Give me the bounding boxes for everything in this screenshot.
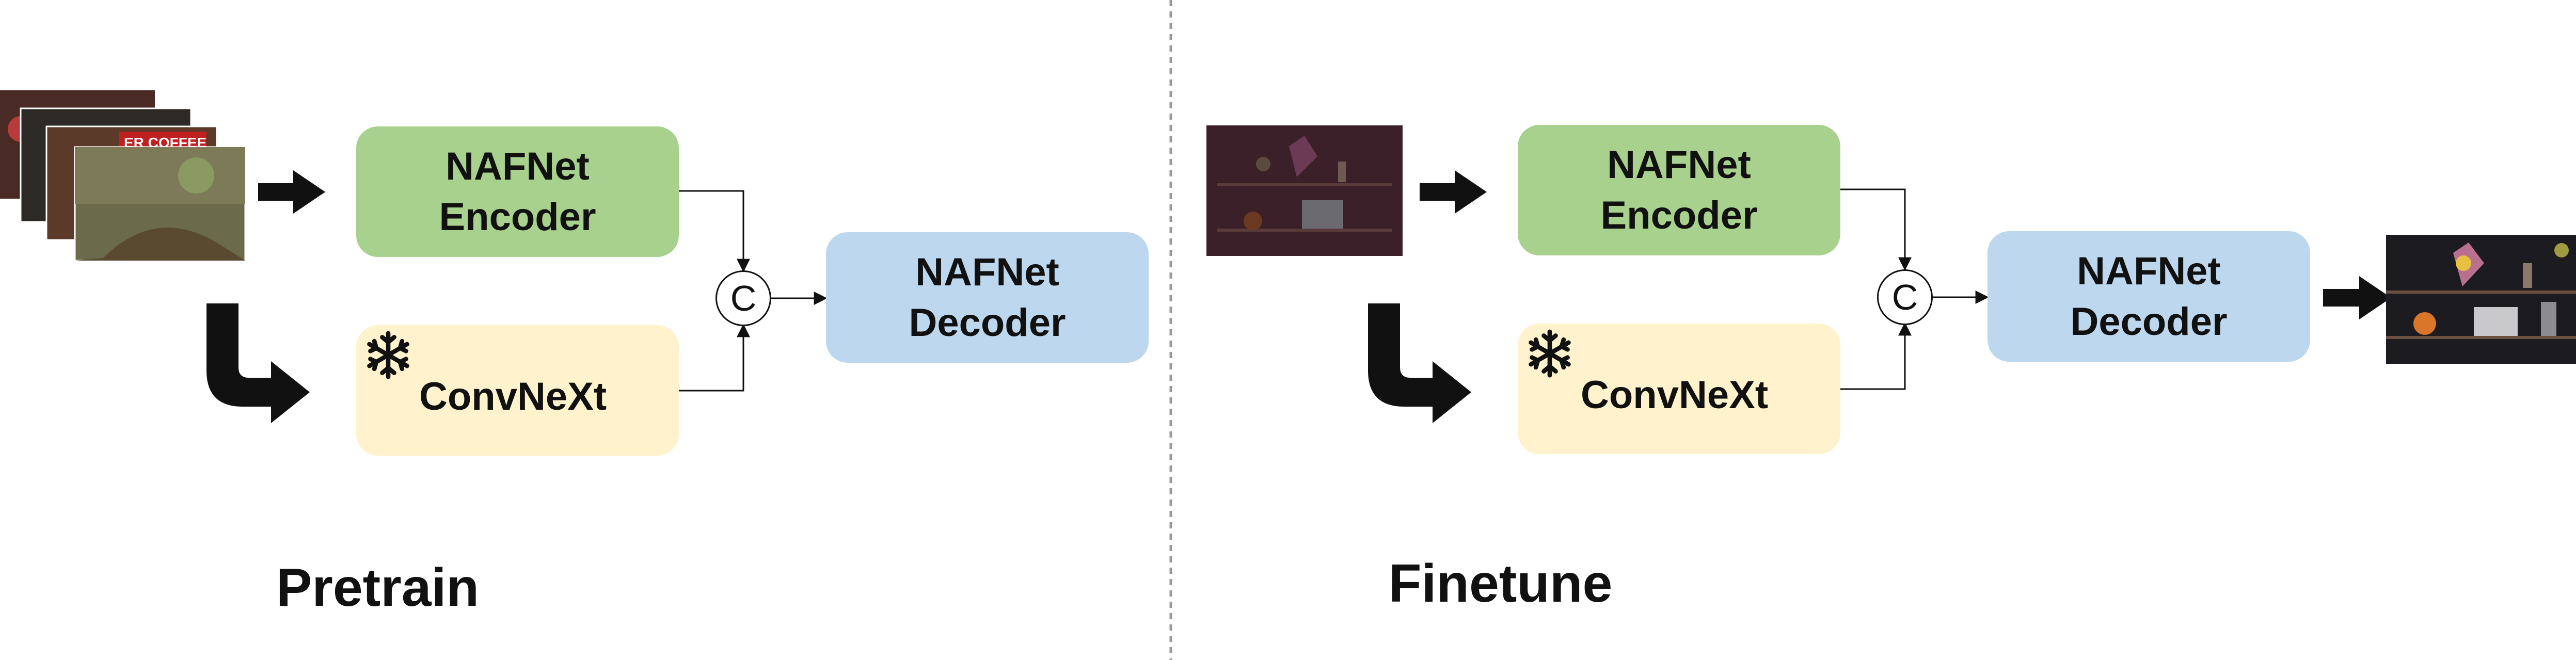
concat-symbol-ft: C [1891,277,1918,317]
nafnet-decoder-label: NAFNet Decoder [909,250,1066,345]
input-image-stack: ER COFFEE [0,88,248,263]
nafnet-encoder-block-ft: NAFNet Encoder [1518,125,1840,255]
nafnet-encoder-label-ft: NAFNet Encoder [1600,142,1758,237]
stage-title-finetune: Finetune [1389,554,1613,614]
stage-title-pretrain: Pretrain [276,558,480,618]
concat-symbol: C [730,278,757,318]
convnext-block-ft: ConvNeXt [1518,324,1840,454]
nafnet-decoder-block-ft: NAFNet Decoder [1987,231,2310,362]
input-to-convnext-arrow [206,303,310,423]
convnext-to-concat-line [679,324,750,392]
convnext-block: ConvNeXt [356,325,679,456]
input-to-encoder-arrow [258,170,325,214]
encoder-to-concat-line [679,190,750,272]
snowflake-icon [367,331,409,379]
convnext-to-concat-line-ft [1840,322,1912,390]
input-to-encoder-arrow-ft [1420,170,1487,214]
enhanced-output-image [2386,235,2576,364]
concat-node-ft: C [1877,269,1933,325]
lowlight-input-image [1206,125,1403,256]
concat-node: C [715,270,771,326]
convnext-label-ft: ConvNeXt [1581,373,1769,417]
nafnet-decoder-block: NAFNet Decoder [826,232,1149,363]
nafnet-encoder-block: NAFNet Encoder [356,126,679,257]
nafnet-encoder-label: NAFNet Encoder [439,144,596,239]
convnext-label: ConvNeXt [419,375,607,418]
input-to-convnext-arrow-ft [1368,303,1471,423]
snowflake-icon [1529,329,1571,378]
nafnet-decoder-label-ft: NAFNet Decoder [2070,249,2228,344]
decoder-to-output-arrow [2323,276,2391,319]
encoder-to-concat-line-ft [1840,188,1912,271]
